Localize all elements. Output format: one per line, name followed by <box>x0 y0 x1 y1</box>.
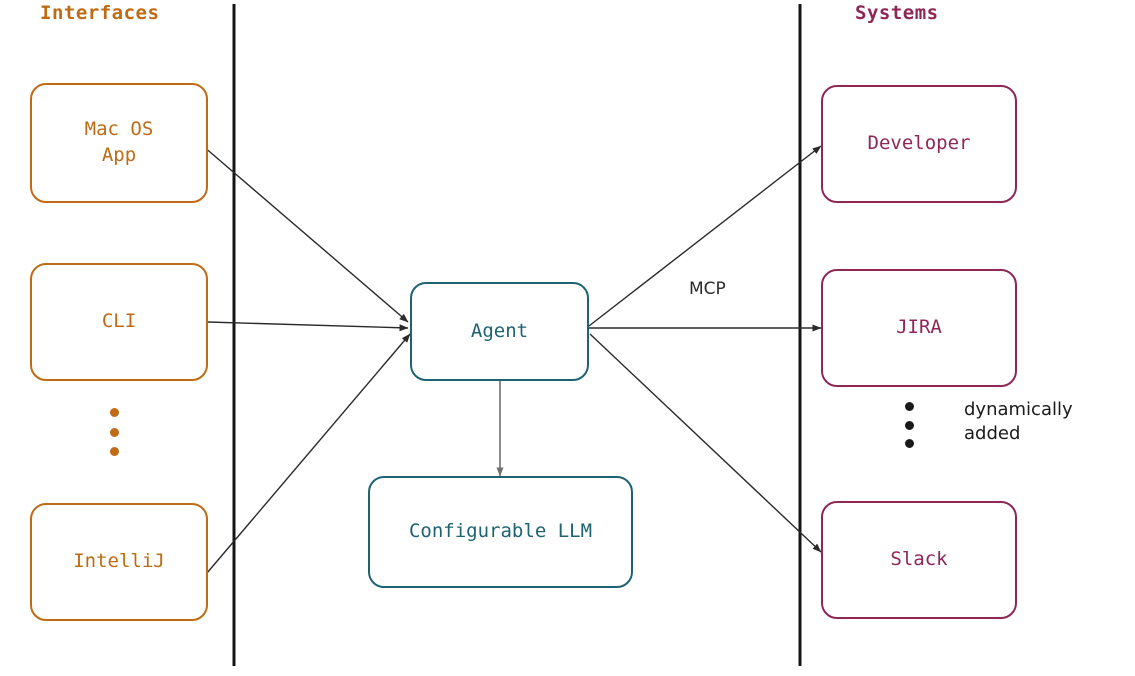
node-slack[interactable]: Slack <box>821 501 1017 619</box>
ellipsis-dot <box>110 447 119 456</box>
column-title-interfaces: Interfaces <box>40 2 160 24</box>
interfaces-ellipsis-dots <box>110 408 119 456</box>
node-intellij[interactable]: IntelliJ <box>30 503 208 621</box>
node-mac-os-app[interactable]: Mac OS App <box>30 83 208 203</box>
node-configurable-llm[interactable]: Configurable LLM <box>368 476 633 588</box>
edge-cli-to-agent <box>207 321 409 332</box>
column-title-systems: Systems <box>855 2 939 24</box>
edge-label-mcp: MCP <box>689 279 726 299</box>
node-jira[interactable]: JIRA <box>821 269 1017 387</box>
ellipsis-dot <box>110 408 119 417</box>
edge-agent-to-slack <box>589 333 822 553</box>
node-cli[interactable]: CLI <box>30 263 208 381</box>
edge-intellij-to-agent <box>206 333 411 574</box>
edge-agent-to-developer <box>588 145 822 327</box>
ellipsis-dot <box>905 420 914 430</box>
node-developer[interactable]: Developer <box>821 85 1017 203</box>
ellipsis-dot <box>905 402 914 411</box>
node-agent[interactable]: Agent <box>410 282 589 381</box>
edge-mac-os-app-to-agent <box>202 145 409 323</box>
ellipsis-dot <box>905 439 914 448</box>
systems-ellipsis-dots <box>905 402 914 448</box>
annotation-dynamically-added: dynamically added <box>964 399 1073 444</box>
ellipsis-dot <box>110 427 119 437</box>
